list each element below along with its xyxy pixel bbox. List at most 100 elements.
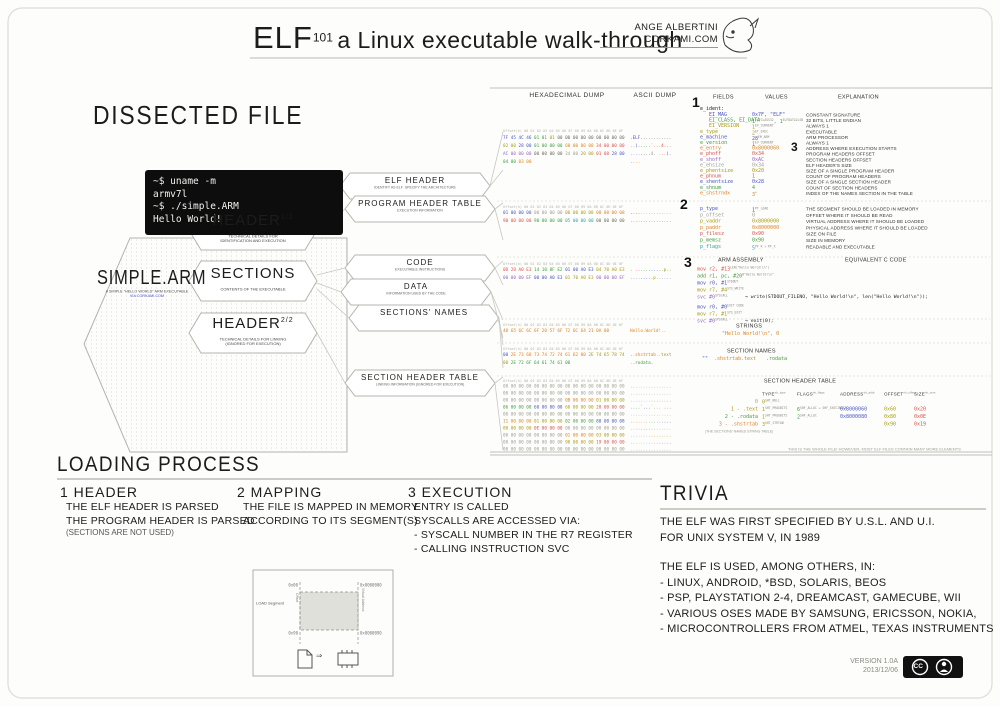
ascii-row: ..rodata. (630, 359, 671, 367)
ascii-seg: Hello.World!.. (630, 328, 667, 334)
hex-seg: 00 00 00 00 00 00 00 00 00 00 00 00 00 0… (503, 384, 625, 389)
author-block: ANGE ALBERTINI CORKAMI.COM (600, 22, 718, 48)
sht-col-header: FLAGSsh_flags (797, 391, 825, 397)
dump-block-strings: Offset(h) 00 01 02 03 04 05 06 07 08 09 … (503, 322, 708, 335)
banner-header-1-sub1: TECHNICAL DETAILS FOR (228, 234, 278, 239)
dump-offset-label: Offset(h) 00 01 02 03 04 05 06 07 08 09 … (503, 347, 624, 351)
sht-col-header: SIZEsh_size (914, 391, 936, 397)
file-subtitle-link: VIA CORKAMI.COM (129, 293, 165, 299)
marker-3: 3 (684, 254, 692, 270)
hex-row: 02 00 28 00 01 00 00 00 60 00 00 08 34 0… (503, 142, 708, 150)
title-rest: a Linux executable walk-through (337, 27, 683, 53)
ascii-seg: .shstrtab. (632, 352, 659, 358)
banner-title: PROGRAM HEADER TABLE (358, 199, 482, 208)
hex-seg: 11 00 00 00 (503, 419, 535, 424)
field-explanation: ARM PROCESSOR (806, 134, 849, 140)
banner-subtitle: EXECUTABLE INSTRUCTIONS (394, 268, 446, 272)
map-top-vaddr: 0x8000000 (360, 583, 382, 588)
map-arrow: ⇒ (316, 651, 323, 661)
dump-offset-label: Offset(h) 00 01 02 03 04 05 06 07 08 09 … (503, 129, 624, 133)
sht-size: 0x20 (914, 406, 927, 413)
sht-row-name: 0 (754, 399, 758, 405)
ascii-row: .... (630, 158, 671, 166)
hex-dumps: Offset(h) 00 01 02 03 04 05 06 07 08 09 … (503, 122, 708, 462)
ascii-seg: .... (640, 151, 651, 157)
asm-header: ARM ASSEMBLY (718, 257, 764, 263)
banner-title: SECTIONS' NAMES (379, 308, 469, 317)
version-label: VERSION 1.0A (850, 658, 898, 665)
banner-header-1: HEADER1/2 TECHNICAL DETAILS FOR IDENTIFI… (189, 212, 317, 243)
map-bottom-vaddr: 0x8000090 (360, 631, 382, 636)
field-name: EI_MAG (709, 112, 728, 118)
hex-row: 7F 45 4C 46 01 01 01 00 00 00 00 00 00 0… (503, 134, 708, 142)
ascii-seg: .... (640, 267, 651, 273)
asm-line: mov r0, #0EXIT CODE (697, 304, 744, 311)
fields-group-label: e_ident: (700, 106, 725, 112)
hex-row: 00 2E 72 6F 64 61 74 61 00 (503, 359, 708, 367)
field-value: 0x8000000 (752, 218, 780, 225)
mapping-diagram: 0x00 0x8000000 0x90 0x8000090 LOAD Segme… (253, 570, 393, 676)
strings-title: STRINGS (736, 323, 763, 329)
ascii-column: ........................................… (630, 383, 671, 453)
field-explanation: ALWAYS 1 (806, 140, 829, 146)
hex-seg: 2E 74 65 78 74 (588, 352, 625, 358)
field-name: p_memsz (700, 237, 722, 244)
ascii-seg: .... (640, 143, 651, 149)
field-name: e_shstrndx (700, 190, 731, 196)
hex-seg: 7F 45 4C 46 (503, 135, 535, 141)
ascii-seg: .p.. (650, 275, 662, 281)
hex-seg: 01 00 00 00 (565, 433, 597, 438)
field-name: p_vaddr (700, 218, 722, 225)
field-name: p_paddr (700, 224, 722, 231)
hex-seg: 14 10 8F E2 (534, 267, 566, 273)
field-name: e_entry (700, 145, 722, 152)
ascii-seg: .rodata. (632, 360, 654, 366)
col-header-fields: FIELDS (713, 94, 734, 100)
trivia-line: - LINUX, ANDROID, *BSD, SOLARIS, BEOS (660, 576, 887, 589)
ascii-seg: .... (650, 433, 662, 438)
hex-seg: 28 00 (611, 151, 625, 157)
ascii-seg: .... (640, 210, 651, 216)
ascii-seg: .... (640, 218, 651, 224)
hex-seg: 05 00 00 00 (565, 218, 597, 224)
terminal-line: armv7l (153, 188, 188, 200)
title-elf: ELF (253, 20, 313, 55)
banner-header-1-title: HEADER (212, 212, 281, 229)
hex-seg: 01 00 00 00 (596, 398, 625, 403)
sht-offset: 0x60 (884, 406, 897, 413)
hex-seg: 60 00 00 08 (565, 143, 597, 149)
hex-row: 00 2E 73 68 73 74 72 74 61 62 00 2E 74 6… (503, 351, 708, 359)
trivia-para1: THE ELF WAS FIRST SPECIFIED BY U.S.L. AN… (660, 515, 935, 546)
step-line: THE ELF HEADER IS PARSED (66, 501, 219, 513)
field-value: 2ET_EXEC (752, 129, 769, 136)
sht-flags: 2SHF_ALLOC (797, 414, 817, 421)
hex-seg: 2E 73 68 73 74 72 74 61 62 00 (510, 352, 589, 358)
ascii-seg: .... (630, 405, 641, 410)
trivia-line: FOR UNIX SYSTEM V, IN 1989 (660, 531, 821, 544)
elf-doodle-icon (722, 17, 760, 53)
ascii-seg: ........ (630, 433, 651, 438)
field-name: p_offset (700, 212, 725, 218)
field-explanation: ADDRESS WHERE EXECUTION STARTS (806, 146, 897, 152)
hex-seg: 03 00 00 00 (596, 433, 625, 438)
whole-file-note: THIS IS THE WHOLE FILE! HOWEVER, MOST EL… (788, 447, 961, 452)
ascii-seg: .... (630, 426, 641, 431)
field-explanation: VIRTUAL ADDRESS WHERE IT SHOULD BE LOADE… (806, 219, 925, 225)
hex-seg: 01 00 A0 E3 (565, 267, 597, 273)
hex-seg: 28 00 (518, 143, 535, 149)
ascii-seg: ................ (630, 447, 672, 452)
step-title: 2 MAPPING (237, 484, 323, 500)
